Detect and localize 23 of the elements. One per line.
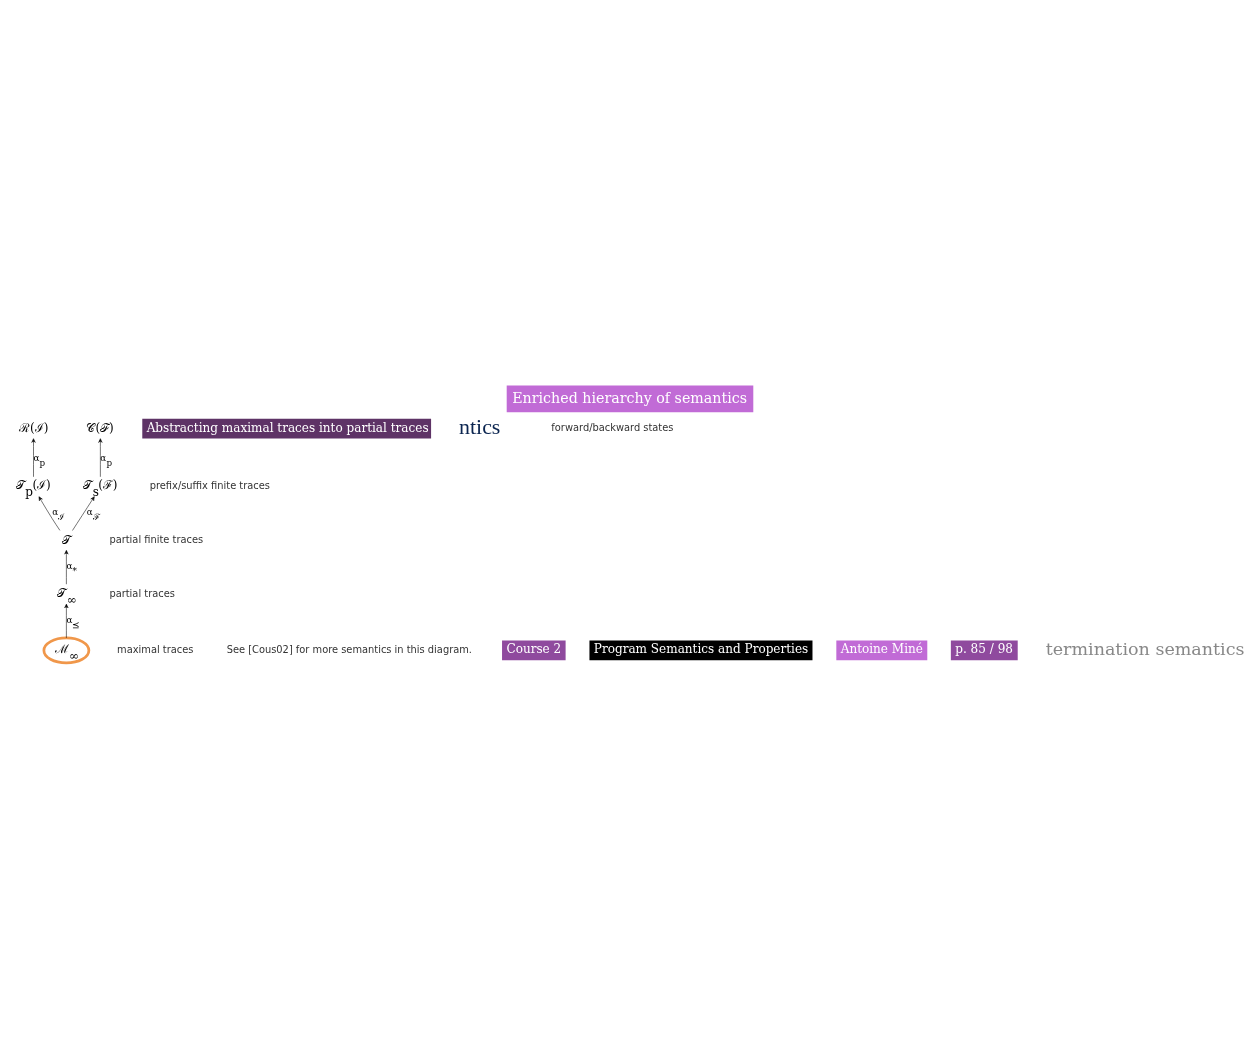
label: See [Cous02] for more semantics in this diagram. [226, 643, 473, 655]
label: Antoine Miné [840, 641, 923, 656]
label: partial traces [109, 587, 175, 599]
label: prefix/suffix finite traces [149, 479, 270, 491]
label: Program Semantics and Properties [593, 641, 809, 656]
label: ntics [459, 413, 501, 439]
label: p. 85 / 98 [955, 641, 1013, 656]
arrow [38, 495, 61, 531]
arrow [64, 603, 69, 638]
arrow [98, 437, 103, 477]
arrow [72, 495, 95, 531]
node-text: 𝒞(ℱ) [86, 420, 114, 435]
label: forward/backward states [551, 421, 674, 433]
diagram-title: Enriched hierarchy of semantics [512, 389, 748, 406]
arrow [64, 549, 69, 584]
label: partial finite traces [109, 533, 204, 545]
label: Course 2 [506, 641, 562, 656]
arrow [31, 437, 36, 477]
node-text: ℛ(ℐ) [18, 420, 49, 435]
node-text: 𝒯 [61, 532, 71, 547]
label: termination semantics [1045, 638, 1245, 659]
label: Abstracting maximal traces into partial traces [146, 420, 429, 435]
label: maximal traces [117, 643, 194, 655]
